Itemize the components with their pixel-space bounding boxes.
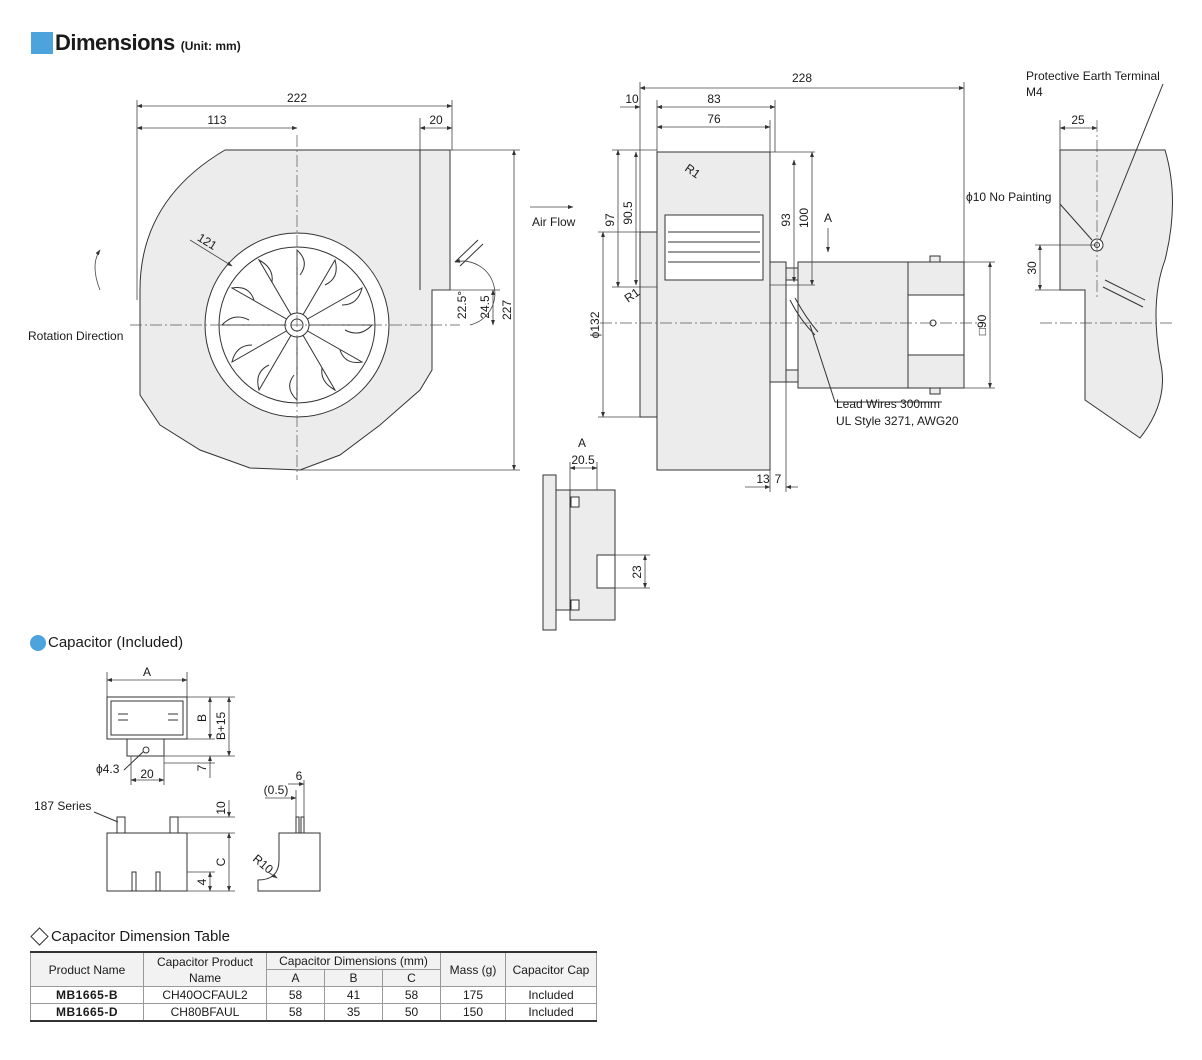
th-capacitor-product-name: Capacitor Product Name: [143, 951, 267, 987]
cell-cap-product: CH40OCFAUL2: [143, 986, 267, 1004]
cell-cap: Included: [505, 1003, 597, 1022]
dim-97: 97: [603, 213, 617, 227]
th-mass: Mass (g): [440, 951, 506, 987]
front-view: 222 113 20 227 24.5 22.5° 121 Rotation D…: [28, 91, 520, 480]
cap-dim-6: 6: [296, 769, 303, 783]
dim-10: 10: [625, 92, 639, 106]
blower-body-side: [656, 151, 771, 471]
dim-24-5: 24.5: [478, 295, 492, 319]
dim-23: 23: [630, 565, 644, 579]
dim-222: 222: [287, 91, 307, 105]
cap-dim-7: 7: [195, 764, 209, 771]
cap-dim-a: A: [143, 665, 151, 679]
dim-113: 113: [207, 113, 226, 127]
cap-dim-phi4-3: ϕ4.3: [96, 762, 120, 776]
outlet-louver: [664, 214, 764, 281]
dim-227: 227: [500, 300, 514, 320]
th-capacitor-cap: Capacitor Cap: [505, 951, 597, 987]
cell-cap: Included: [505, 986, 597, 1004]
cell-a: 58: [266, 1003, 325, 1022]
lead-wires-label-1: Lead Wires 300mm: [836, 397, 940, 411]
cap-dim-20: 20: [140, 767, 154, 781]
dim-76: 76: [707, 112, 721, 126]
pe-terminal-m4: M4: [1026, 85, 1043, 99]
cap-dim-b15: B+15: [214, 711, 228, 740]
dim-228: 228: [792, 71, 812, 85]
cell-a: 58: [266, 986, 325, 1004]
187-series-label: 187 Series: [34, 799, 91, 813]
table-heading: Capacitor Dimension Table: [30, 927, 230, 946]
capacitor-side: [106, 832, 188, 892]
pe-terminal-label: Protective Earth Terminal: [1026, 69, 1160, 83]
dim-22-5-deg: 22.5°: [455, 291, 469, 319]
th-capacitor-dimensions: Capacitor Dimensions (mm): [266, 951, 441, 970]
capacitor-heading: Capacitor (Included): [30, 634, 183, 651]
heading-unit: (Unit: mm): [180, 39, 241, 53]
dim-90-5: 90.5: [621, 201, 635, 225]
view-a: A 20.5 23: [542, 436, 650, 631]
dim-square-90: □90: [975, 314, 989, 335]
diamond-icon: [30, 927, 49, 946]
th-dim-b: B: [324, 969, 383, 987]
dim-100: 100: [797, 208, 811, 228]
cell-mass: 150: [440, 1003, 506, 1022]
motor-body: [797, 261, 909, 389]
table-row: MB1665-D CH80BFAUL 58 35 50 150 Included: [30, 1003, 597, 1022]
th-dim-a: A: [266, 969, 325, 987]
dim-20-front: 20: [429, 113, 443, 127]
th-product-name: Product Name: [30, 951, 144, 987]
cell-b: 35: [324, 1003, 383, 1022]
dim-93: 93: [779, 213, 793, 227]
terminal-detail: Protective Earth Terminal M4 25 30 ϕ10 N…: [966, 69, 1175, 439]
cap-dim-c: C: [214, 857, 228, 866]
table-heading-text: Capacitor Dimension Table: [51, 928, 230, 945]
cap-dim-b: B: [195, 714, 209, 722]
dim-7-side: 7: [775, 472, 782, 486]
view-a-title: A: [578, 436, 586, 450]
bullet-dot-icon: [30, 634, 46, 651]
r1-bottom: R1: [622, 285, 643, 305]
heading-title: Dimensions: [55, 30, 175, 55]
cap-dim-r10: R10: [250, 852, 276, 877]
heading-square-icon: [31, 32, 53, 54]
cap-dim-10: 10: [214, 801, 228, 815]
view-a-arrow-label: A: [824, 211, 832, 225]
dim-20-5: 20.5: [571, 453, 595, 467]
dim-13: 13: [756, 472, 770, 486]
side-view: 228 83 10 76 R1 R1 97 90.5 93 100 A ϕ132…: [530, 71, 995, 492]
capacitor-drawings: A B B+15 7 ϕ4.3 20 187 Series 10 C 4: [34, 665, 321, 892]
phi-10-label: ϕ10 No Painting: [966, 190, 1051, 204]
dimensions-heading: Dimensions (Unit: mm): [31, 30, 241, 54]
air-flow-label: Air Flow: [532, 215, 576, 229]
cap-dim-4: 4: [195, 878, 209, 885]
dim-30: 30: [1025, 261, 1039, 275]
cell-product: MB1665-D: [30, 1003, 144, 1022]
cell-cap-product: CH80BFAUL: [143, 1003, 267, 1022]
cell-mass: 175: [440, 986, 506, 1004]
capacitor-top: [106, 696, 188, 740]
cap-dim-0-5: (0.5): [264, 783, 289, 797]
cell-product: MB1665-B: [30, 986, 144, 1004]
th-dim-c: C: [382, 969, 441, 987]
lead-wires-label-2: UL Style 3271, AWG20: [836, 414, 959, 428]
cell-c: 50: [382, 1003, 441, 1022]
dim-25: 25: [1071, 113, 1085, 127]
impeller-blades: [220, 248, 374, 402]
cell-c: 58: [382, 986, 441, 1004]
dim-phi-132: ϕ132: [588, 311, 602, 338]
table-row: MB1665-B CH40OCFAUL2 58 41 58 175 Includ…: [30, 986, 597, 1004]
cell-b: 41: [324, 986, 383, 1004]
dim-83: 83: [707, 92, 721, 106]
capacitor-dimension-table: Product Name Capacitor Product Name Capa…: [30, 951, 597, 1022]
capacitor-heading-text: Capacitor (Included): [48, 634, 184, 651]
rotation-direction-label: Rotation Direction: [28, 329, 123, 343]
